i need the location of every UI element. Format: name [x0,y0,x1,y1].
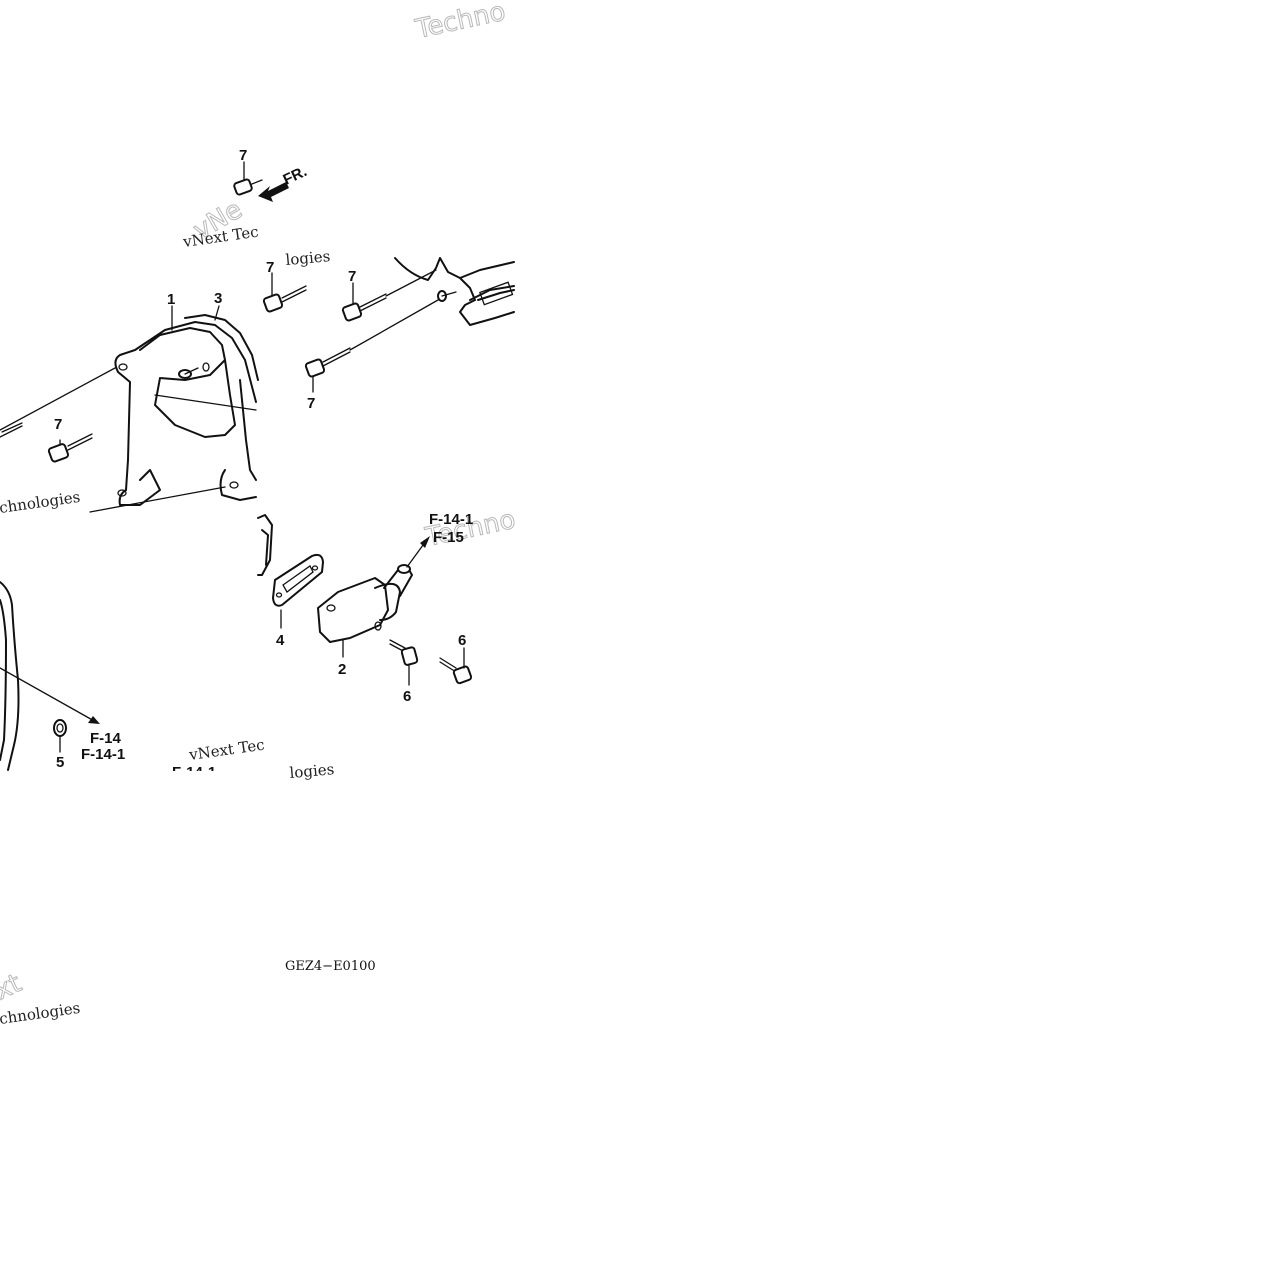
front-arrow-icon [258,182,289,202]
reference-f14-1-lower: F-14-1 [81,746,125,763]
callout-7-upper-c: 7 [307,395,315,412]
cover-housing [114,321,257,506]
watermark-techno-top: Techno [412,0,508,45]
water-outlet-body [317,577,389,643]
reference-f14: F-14 [90,730,122,747]
callout-7-top: 7 [239,147,247,164]
washer [53,719,67,753]
callout-3: 3 [214,290,222,307]
watermark-logies-upper: logies [285,247,331,269]
cover-fragment [0,581,20,771]
callout-1: 1 [167,291,175,308]
watermark-xt-bottom: xt [0,968,26,1006]
outlet-gasket [272,553,324,607]
watermark-vnext-lower: vNext Tec [187,736,266,765]
callout-6-lower: 6 [403,688,411,705]
watermark-logies-lower: logies [289,760,335,782]
reference-f15: F-15 [433,529,464,546]
mating-flange [257,514,273,576]
front-direction-label: FR. [281,163,310,189]
bolt-lower-2 [439,647,473,685]
reference-f14-1-upper: F-14-1 [429,511,473,528]
callout-7-left: 7 [54,416,62,433]
bolt-top [233,161,263,196]
bolt-upper-1 [262,272,307,313]
bolt-lower-1 [389,639,419,686]
reference-arrow-icon [88,716,100,724]
upper-left-panel [0,256,259,513]
watermark-chnologies-bottom: chnologies [0,999,81,1028]
callout-7-upper-a: 7 [266,259,274,276]
bolt-upper-2 [341,269,437,322]
callout-4: 4 [276,632,285,649]
lower-left-panel [0,581,100,771]
callout-7-upper-b: 7 [348,268,356,285]
engine-block-fragment [394,257,515,326]
housing-gasket [184,314,259,381]
bolt-left [47,433,93,463]
lower-right-panel [257,514,473,686]
callout-2: 2 [338,661,346,678]
upper-right-panel [262,257,515,393]
pipe-arrow-icon [420,536,430,548]
callout-labels: 7 1 3 7 7 7 7 4 2 6 6 5 [54,147,466,771]
callout-5: 5 [56,754,64,771]
front-direction-indicator: FR. [258,163,310,202]
bolt-upper-3 [304,299,439,393]
diagram-code: GEZ4−E0100 [285,959,376,974]
callout-6-upper: 6 [458,632,466,649]
